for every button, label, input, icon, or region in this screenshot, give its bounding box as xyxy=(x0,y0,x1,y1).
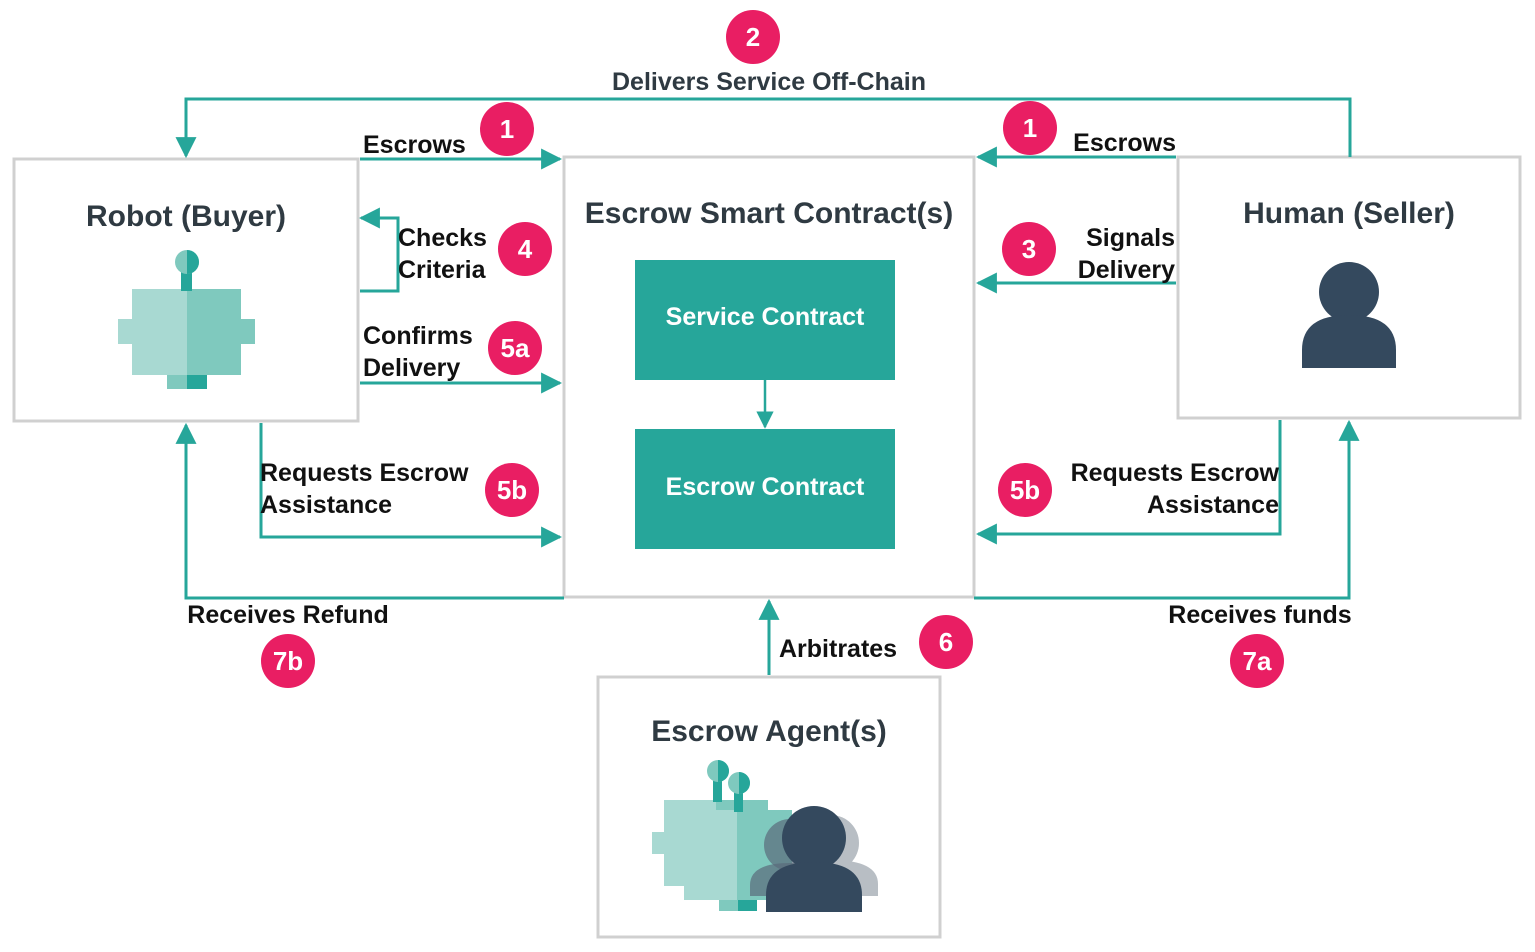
step-3-badge: 3 xyxy=(1002,222,1056,276)
checks-criteria-arrow xyxy=(358,207,400,293)
svg-text:7a: 7a xyxy=(1243,646,1272,676)
step-7a-label: Receives funds xyxy=(1168,601,1351,629)
robot-and-person-group-icon xyxy=(652,760,878,912)
step-7a-badge: 7a xyxy=(1230,634,1284,688)
service-contract-box xyxy=(635,260,895,380)
receives-refund-arrow xyxy=(175,422,564,600)
step-4-label-line1: Checks xyxy=(398,224,487,252)
svg-text:1: 1 xyxy=(500,114,514,144)
step-5b-left-label-line1: Requests Escrow xyxy=(260,459,469,487)
step-2-badge: 2 xyxy=(726,10,780,64)
svg-text:5a: 5a xyxy=(501,333,530,363)
robot-icon xyxy=(118,250,255,389)
svg-text:3: 3 xyxy=(1022,234,1036,264)
escrow-agent-title: Escrow Agent(s) xyxy=(651,715,887,748)
step-4-badge: 4 xyxy=(498,222,552,276)
step-5b-left-badge: 5b xyxy=(485,463,539,517)
robot-requests-assistance-arrow xyxy=(259,423,563,548)
step-7b-label: Receives Refund xyxy=(187,601,388,629)
svg-text:7b: 7b xyxy=(273,646,303,676)
step-5a-badge: 5a xyxy=(488,321,542,375)
step-7b-badge: 7b xyxy=(261,634,315,688)
step-5b-left-label-line2: Assistance xyxy=(260,491,392,519)
step-1-seller-badge: 1 xyxy=(1003,101,1057,155)
step-1-robot-label: Escrows xyxy=(363,131,466,159)
step-3-label-line1: Signals xyxy=(1086,224,1175,252)
person-icon xyxy=(1302,262,1396,368)
step-1-robot-badge: 1 xyxy=(480,102,534,156)
step-6-label: Arbitrates xyxy=(779,635,897,663)
escrow-smart-contract-title: Escrow Smart Contract(s) xyxy=(585,197,953,230)
step-5b-right-label-line2: Assistance xyxy=(1147,491,1279,519)
svg-text:5b: 5b xyxy=(497,475,527,505)
receives-funds-arrow xyxy=(974,419,1360,600)
step-5a-label-line1: Confirms xyxy=(363,322,473,350)
step-5b-right-badge: 5b xyxy=(998,463,1052,517)
step-5a-label-line2: Delivery xyxy=(363,354,460,382)
svg-text:1: 1 xyxy=(1023,113,1037,143)
robot-buyer-title: Robot (Buyer) xyxy=(86,200,286,233)
step-5b-right-label-line1: Requests Escrow xyxy=(1071,459,1280,487)
svg-text:5b: 5b xyxy=(1010,475,1040,505)
delivers-service-arrow xyxy=(175,97,1352,159)
service-contract-label: Service Contract xyxy=(666,303,865,331)
escrow-contract-box xyxy=(635,429,895,549)
seller-requests-assistance-arrow xyxy=(975,420,1282,545)
escrow-contract-label: Escrow Contract xyxy=(666,473,865,501)
step-1-seller-label: Escrows xyxy=(1073,129,1176,157)
svg-text:4: 4 xyxy=(518,234,533,264)
step-4-label-line2: Criteria xyxy=(398,256,487,284)
step-6-badge: 6 xyxy=(919,615,973,669)
step-3-label-line2: Delivery xyxy=(1078,256,1175,284)
step-2-label: Delivers Service Off-Chain xyxy=(612,68,926,96)
svg-text:2: 2 xyxy=(746,22,760,52)
svg-text:6: 6 xyxy=(939,627,953,657)
human-seller-title: Human (Seller) xyxy=(1243,197,1455,230)
